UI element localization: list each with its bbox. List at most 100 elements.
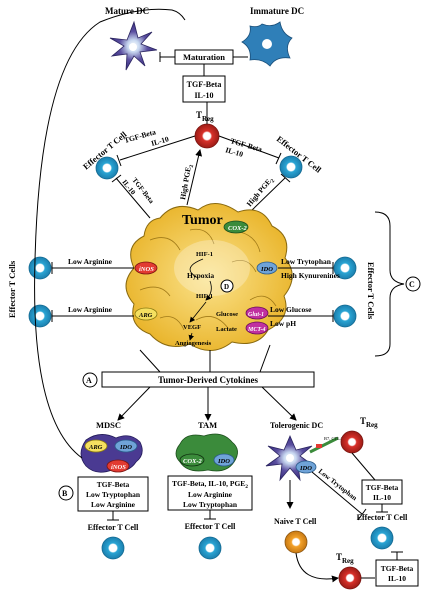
low-trytophan-diag: Low Trytophan xyxy=(317,467,359,502)
marker-b-text: B xyxy=(62,489,68,498)
marker-a-text: A xyxy=(86,376,92,385)
ido-toldc xyxy=(295,460,317,474)
inos-mdsc-text: iNOS xyxy=(111,464,126,471)
mdsc-effector-cell xyxy=(101,536,125,560)
mature-dc-label: Mature DC xyxy=(105,6,149,16)
mct4-tumor xyxy=(245,321,269,335)
arg-mdsc xyxy=(84,439,108,453)
naive-t-cell xyxy=(284,530,308,554)
treg-bottom-sub: Reg xyxy=(342,557,354,565)
marker-b xyxy=(58,485,74,501)
ido-mdsc-text: IDO xyxy=(119,444,132,451)
treg-cytokine-box xyxy=(182,75,226,103)
effector-t-cells-left-label: Effector T Cells xyxy=(7,260,17,318)
treg-mid-box xyxy=(361,479,403,505)
low-arginine-1: Low Arginine xyxy=(68,257,113,266)
tam-low-tryptophan: Low Tryptophan xyxy=(183,500,238,509)
low-ph-right: Low pH xyxy=(270,319,296,328)
lactate-label: Lactate xyxy=(216,326,237,333)
treg-mid-cell xyxy=(340,430,364,454)
ido-toldc-text: IDO xyxy=(299,465,312,472)
naive-t-cell-label: Naive T Cell xyxy=(274,517,317,526)
mdsc-tgf: TGF-Beta xyxy=(97,480,130,489)
low-tryptophan-right: Low Trytophan xyxy=(281,257,332,266)
high-kynurenines-right: High Kynurenines xyxy=(281,271,340,280)
treg-top-cell xyxy=(194,123,220,149)
hypoxia-label: Hypoxia xyxy=(187,271,214,280)
arg-tumor-text: ARG xyxy=(138,312,153,319)
tolerogenic-dc-icon xyxy=(265,434,315,482)
cox2-tumor xyxy=(223,220,249,234)
low-glucose-right: Low Glucose xyxy=(270,305,312,314)
treg-bottom-label: T xyxy=(336,552,342,562)
tolerogenic-dc-label: Tolerogenic DC xyxy=(270,421,323,430)
treg-mid-il10: IL-10 xyxy=(373,493,391,502)
high-pge2-right: High PGE2 xyxy=(245,175,277,210)
ctla4-label: B7, CTLA4 xyxy=(324,436,346,442)
inos-tumor-text: iNOS xyxy=(139,266,154,273)
inos-tumor xyxy=(134,261,158,275)
ido-tumor xyxy=(256,261,278,275)
cox2-tam xyxy=(179,453,205,467)
arg-tumor xyxy=(134,307,158,321)
vegf-label: VEGF xyxy=(183,324,201,331)
tumor-derived-cytokines-label: Tumor-Derived Cytokines xyxy=(158,375,259,385)
toldc-effector-label: Effector T Cell xyxy=(357,513,408,522)
immature-dc-icon xyxy=(241,21,293,67)
glut1-tumor xyxy=(245,306,269,320)
marker-a xyxy=(82,372,98,388)
mdsc-label: MDSC xyxy=(96,420,121,430)
tam-effector-cell xyxy=(198,536,222,560)
mdsc-effector-label: Effector T Cell xyxy=(88,523,139,532)
marker-c xyxy=(405,276,421,292)
glut1-tumor-text: Glut-1 xyxy=(248,312,264,318)
mdsc-output-box xyxy=(77,476,149,512)
inos-mdsc xyxy=(106,459,130,473)
ido-tam xyxy=(213,453,235,467)
tam-label: TAM xyxy=(198,420,217,430)
mature-dc-icon xyxy=(109,20,158,71)
low-arginine-2: Low Arginine xyxy=(68,305,113,314)
tam-low-arginine: Low Arginine xyxy=(188,490,233,499)
treg-bottom-cell xyxy=(338,566,362,590)
angiogenesis-label: Angiogenesis xyxy=(175,340,212,347)
marker-d xyxy=(220,279,234,293)
mct4-tumor-text: MCT-4 xyxy=(247,327,265,333)
mdsc-low-tryptophan: Low Tryptophan xyxy=(86,490,141,499)
toldc-effector-cell xyxy=(370,526,394,550)
right-brace xyxy=(374,211,405,357)
glucose-label: Glucose xyxy=(216,311,238,318)
effector-t-cell-right xyxy=(279,155,303,179)
immature-dc-label: Immature DC xyxy=(250,6,304,16)
hif1-top: HIF-1 xyxy=(196,251,213,258)
effector-t-cell-left-2 xyxy=(28,304,52,328)
tgf-beta-text: TGF-Beta xyxy=(187,80,222,89)
cox2-tumor-text: COX-2 xyxy=(228,225,248,232)
tam-effector-label: Effector T Cell xyxy=(185,522,236,531)
arg-mdsc-text: ARG xyxy=(88,444,103,451)
effector-t-cells-right-label: Effector T Cells xyxy=(366,262,376,320)
hif1-bottom: HIF-1 xyxy=(196,293,213,300)
tumor-label: Tumor xyxy=(182,213,223,228)
tam-cytokines-line: TGF-Beta, IL-10, PGE2 xyxy=(172,479,248,490)
ido-mdsc xyxy=(114,439,138,453)
marker-c-text: C xyxy=(409,280,415,289)
treg-mid-tgf: TGF-Beta xyxy=(366,483,399,492)
effector-t-cell-left-1 xyxy=(28,256,52,280)
mdsc-low-arginine: Low Arginine xyxy=(91,500,136,509)
cox2-tam-text: COX-2 xyxy=(183,458,203,465)
il10-text: IL-10 xyxy=(194,91,213,100)
effector-t-cell-left xyxy=(95,156,119,180)
treg-top-label: T xyxy=(196,110,202,120)
mdsc-feedback-curve xyxy=(34,8,186,459)
ido-tumor-text: IDO xyxy=(260,266,273,273)
ido-tam-text: IDO xyxy=(217,458,230,465)
marker-d-text: D xyxy=(224,283,229,291)
treg-top-sub: Reg xyxy=(202,115,214,123)
effector-t-cell-right-1 xyxy=(333,256,357,280)
treg-bottom-tgf: TGF-Beta xyxy=(381,564,414,573)
treg-mid-sub: Reg xyxy=(366,421,378,429)
treg-bottom-il10: IL-10 xyxy=(388,574,406,583)
